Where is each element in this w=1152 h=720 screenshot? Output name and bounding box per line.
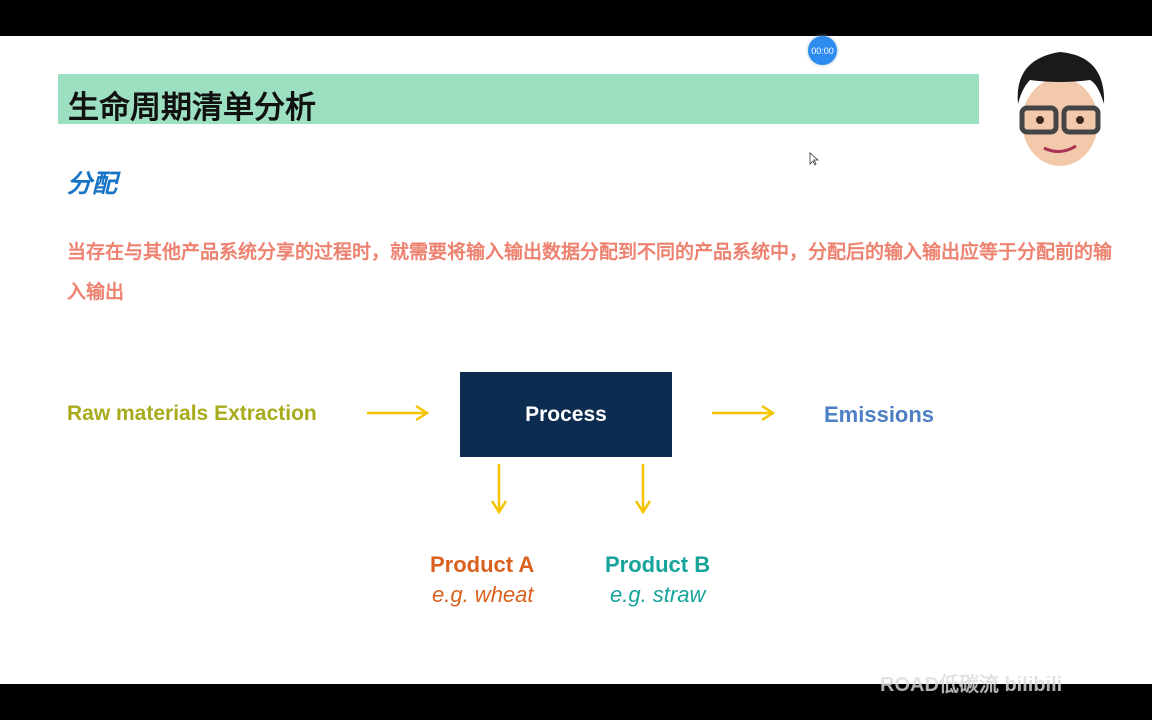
page-title: 生命周期清单分析 <box>68 90 316 126</box>
product-a-label: Product A <box>430 552 535 577</box>
title-bar: 生命周期清单分析 <box>58 74 979 126</box>
arrow-input-icon <box>367 404 430 422</box>
flow-arrows <box>367 404 776 515</box>
product-b-example: e.g. straw <box>610 582 706 607</box>
arrow-product-a-icon <box>490 464 508 515</box>
timer-badge[interactable]: 00:00 <box>808 36 837 65</box>
watermark: ROAD低碳流 bilibili <box>880 674 1063 696</box>
output-label: Emissions <box>824 402 935 427</box>
process-label: Process <box>525 402 607 426</box>
section-subtitle: 分配 <box>67 169 118 198</box>
description-text: 当存在与其他产品系统分享的过程时，就需要将输入输出数据分配到不同的产品系统中，分… <box>67 241 1113 303</box>
slide: 生命周期清单分析 00:00 分配 当存在与其他产品系统分享的过程时，就需要将输… <box>0 36 1152 696</box>
product-a-example: e.g. wheat <box>432 582 534 607</box>
avatar <box>1017 52 1105 166</box>
arrow-output-icon <box>712 404 776 422</box>
product-b-label: Product B <box>605 552 711 577</box>
process-box: Process <box>460 372 672 457</box>
arrow-product-b-icon <box>634 464 652 515</box>
mouse-cursor-icon <box>809 152 819 166</box>
input-label: Raw materials Extraction <box>67 402 317 425</box>
